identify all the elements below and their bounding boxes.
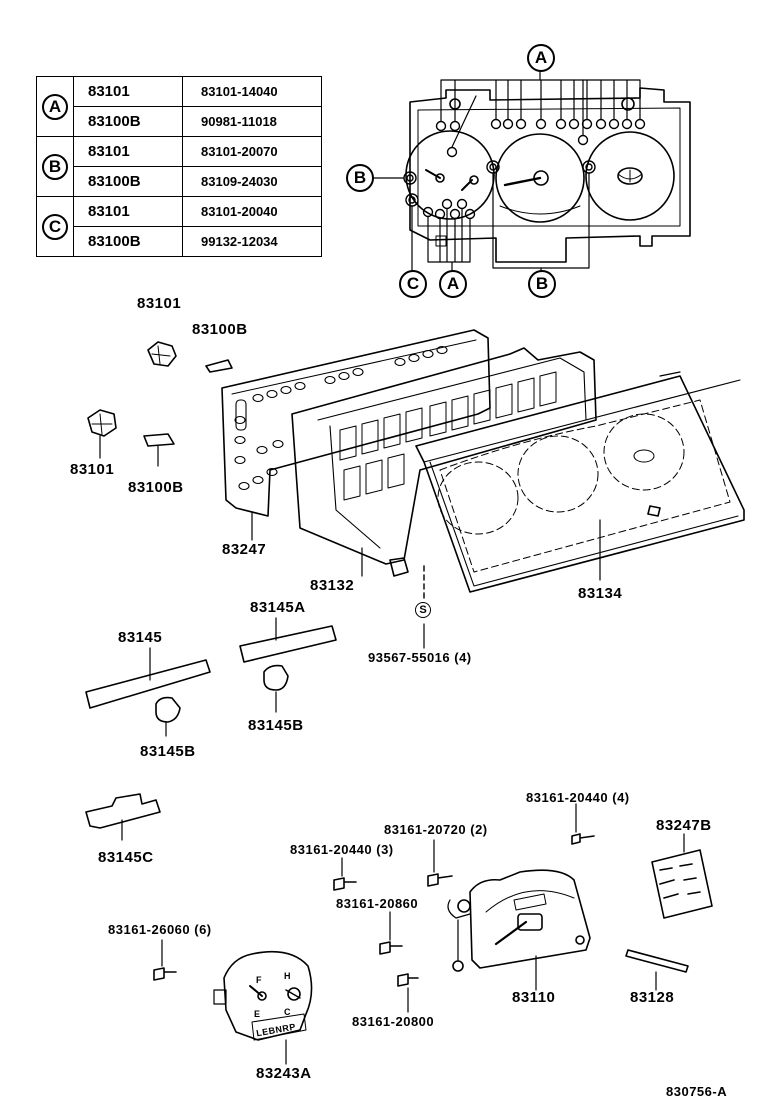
table-cell: 83101-14040 xyxy=(182,76,322,107)
part-label: 83110 xyxy=(512,989,556,1006)
part-label: 83145A xyxy=(250,599,306,616)
part-label: 83145B xyxy=(140,743,196,760)
part-label: 83100B xyxy=(192,321,248,338)
gauge-letter-c: C xyxy=(284,1007,291,1017)
part-label: 83101 xyxy=(70,461,115,478)
callout-s-screw: S xyxy=(415,602,431,618)
table-cell: 83101 xyxy=(73,76,183,107)
callout-b-left: B xyxy=(346,164,374,192)
callout-b-bottom: B xyxy=(528,270,556,298)
part-label: 83132 xyxy=(310,577,355,594)
table-cell: 83100B xyxy=(73,166,183,197)
part-label: 83247B xyxy=(656,817,712,834)
callout-c-bottom: C xyxy=(399,270,427,298)
tachometer-83110 xyxy=(447,869,591,991)
table-row: B 83101 83101-20070 xyxy=(36,136,322,197)
part-label: 83161-20440 (3) xyxy=(290,842,394,857)
callout-a-top: A xyxy=(527,44,555,72)
part-label: 93567-55016 (4) xyxy=(368,650,472,665)
table-cell: 83100B xyxy=(73,106,183,137)
callout-c: C xyxy=(42,213,68,240)
table-row: A 83101 83101-14040 xyxy=(36,76,322,137)
case-83132 xyxy=(291,347,597,601)
table-cell: 90981-11018 xyxy=(182,106,322,137)
table-cell: 99132-12034 xyxy=(182,226,322,257)
part-label: 83145B xyxy=(248,717,304,734)
callout-a-bottom: A xyxy=(439,270,467,298)
table-key-a: A xyxy=(36,76,74,137)
table-row: 83100B 83109-24030 xyxy=(37,166,322,197)
table-cell: 83101 xyxy=(73,136,183,167)
part-label: 83128 xyxy=(630,989,675,1006)
part-number-table: A 83101 83101-14040 83100B 90981-11018 B… xyxy=(36,76,322,257)
part-label: 83145C xyxy=(98,849,154,866)
cluster-front-view xyxy=(373,69,691,273)
table-cell: 83101-20040 xyxy=(182,196,322,227)
callout-b: B xyxy=(42,153,68,180)
part-label: 83161-20440 (4) xyxy=(526,790,630,805)
table-row: C 83101 83101-20040 xyxy=(36,196,322,257)
rod-83128 xyxy=(625,949,689,991)
table-cell: 83101-20070 xyxy=(182,136,322,167)
callout-a: A xyxy=(42,93,68,120)
connector-83247b xyxy=(651,833,713,919)
part-label: 83100B xyxy=(128,479,184,496)
table-key-b: B xyxy=(36,136,74,197)
glass-83134 xyxy=(415,371,745,593)
part-label: 83161-20800 xyxy=(352,1014,435,1029)
part-label: 83243A xyxy=(256,1065,312,1082)
part-label: 83134 xyxy=(578,585,623,602)
printed-circuit-83247 xyxy=(221,329,491,541)
part-label: 83161-26060 (6) xyxy=(108,922,212,937)
gauge-letter-f: F xyxy=(256,975,262,985)
screws-83161 xyxy=(153,803,595,1013)
table-cell: 83109-24030 xyxy=(182,166,322,197)
table-row: 83100B 90981-11018 xyxy=(37,106,322,137)
table-row: 83100B 99132-12034 xyxy=(37,226,322,257)
part-label: 83247 xyxy=(222,541,267,558)
bulbs-top xyxy=(87,341,233,467)
part-label: 83145 xyxy=(118,629,163,646)
plates-83145 xyxy=(85,617,337,841)
part-label: 83161-20860 xyxy=(336,896,419,911)
table-cell: 83101 xyxy=(73,196,183,227)
gauge-letter-e: E xyxy=(254,1009,261,1019)
table-cell: 83100B xyxy=(73,226,183,257)
part-label: 83161-20720 (2) xyxy=(384,822,488,837)
gauge-83243a xyxy=(213,950,313,1065)
gauge-letter-h: H xyxy=(284,971,291,981)
diagram-code: 830756-A xyxy=(666,1084,728,1099)
table-key-c: C xyxy=(36,196,74,257)
part-label: 83101 xyxy=(137,295,182,312)
